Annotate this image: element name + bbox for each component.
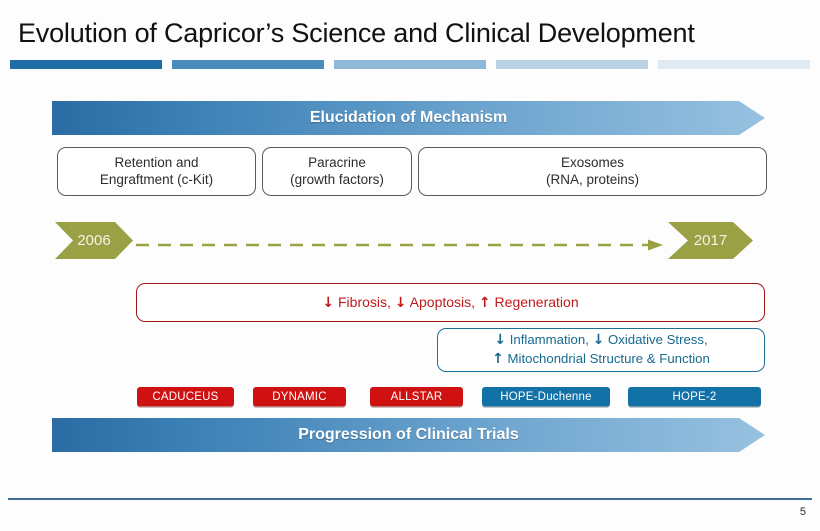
timeline-start-chevron: 2006 [55, 222, 133, 259]
effect-label-regeneration: Regeneration [494, 294, 579, 310]
mechanism-box-paracrine-text: Paracrine (growth factors) [290, 155, 384, 189]
mechanism-box-paracrine-line2: (growth factors) [290, 171, 384, 187]
timeline-start-year: 2006 [77, 232, 111, 249]
mechanism-box-exosomes-line2: (RNA, proteins) [545, 171, 640, 187]
arrow-up-icon-mitochondrial: ↑ [492, 351, 504, 367]
mechanism-box-paracrine: Paracrine (growth factors) [262, 147, 412, 196]
effects-secondary-text: ↓ Inflammation, ↓ Oxidative Stress, ↑ Mi… [492, 331, 710, 369]
arrow-down-icon-fibrosis: ↓ [322, 295, 335, 311]
effects-box-secondary: ↓ Inflammation, ↓ Oxidative Stress, ↑ Mi… [437, 328, 765, 372]
trial-badge-caduceus-label: CADUCEUS [152, 390, 219, 403]
title-rule-5 [658, 60, 810, 69]
trial-badge-hope-2-label: HOPE-2 [672, 390, 717, 403]
title-rule-group [0, 60, 820, 69]
trial-badge-hope-2: HOPE-2 [628, 387, 761, 406]
banner-elucidation-of-mechanism: Elucidation of Mechanism [52, 101, 765, 135]
arrow-down-icon-inflammation: ↓ [494, 332, 507, 349]
trial-badge-dynamic: DYNAMIC [253, 387, 346, 406]
effect-label-apoptosis: Apoptosis, [409, 294, 476, 310]
effect-label-mitochondrial: Mitochondrial Structure & Function [507, 351, 710, 366]
mechanism-box-exosomes-text: Exosomes (RNA, proteins) [546, 155, 639, 189]
title-rule-3 [334, 60, 486, 69]
trial-badge-allstar: ALLSTAR [370, 387, 463, 406]
arrow-up-icon-regeneration: ↑ [478, 295, 491, 311]
banner-mechanism-label: Elucidation of Mechanism [309, 109, 508, 126]
effects-primary-text: ↓ Fibrosis, ↓ Apoptosis, ↑ Regeneration [322, 294, 578, 311]
mechanism-box-exosomes: Exosomes (RNA, proteins) [418, 147, 767, 196]
arrow-down-icon-oxidative-stress: ↓ [592, 332, 605, 349]
trial-badge-hope-duchenne: HOPE-Duchenne [482, 387, 610, 406]
title-rule-4 [496, 60, 648, 69]
trial-badge-hope-duchenne-label: HOPE-Duchenne [500, 390, 592, 403]
timeline-end-year: 2017 [693, 232, 728, 249]
timeline-end-chevron: 2017 [668, 222, 753, 259]
title-rule-1 [10, 60, 162, 69]
page-title: Evolution of Capricor’s Science and Clin… [18, 18, 695, 48]
effect-label-inflammation: Inflammation, [509, 332, 589, 348]
arrow-down-icon-apoptosis: ↓ [394, 295, 407, 311]
effect-label-fibrosis: Fibrosis, [338, 294, 391, 310]
banner-progression-of-clinical-trials: Progression of Clinical Trials [52, 418, 765, 452]
timeline-dashed-arrow [136, 239, 671, 251]
banner-clinical-label: Progression of Clinical Trials [298, 426, 519, 443]
effect-label-oxidative-stress: Oxidative Stress, [607, 332, 708, 348]
trial-badge-allstar-label: ALLSTAR [390, 390, 443, 403]
mechanism-box-exosomes-line1: Exosomes [560, 154, 625, 170]
mechanism-box-retention-line1: Retention and [114, 154, 199, 170]
page-number: 5 [799, 506, 806, 518]
title-rule-2 [172, 60, 324, 69]
footer-divider [8, 498, 812, 500]
trial-badge-dynamic-label: DYNAMIC [272, 390, 327, 403]
effects-box-primary: ↓ Fibrosis, ↓ Apoptosis, ↑ Regeneration [136, 283, 765, 322]
trial-badge-caduceus: CADUCEUS [137, 387, 234, 406]
mechanism-box-paracrine-line1: Paracrine [308, 154, 366, 170]
mechanism-box-retention: Retention and Engraftment (c-Kit) [57, 147, 256, 196]
mechanism-box-retention-text: Retention and Engraftment (c-Kit) [100, 155, 213, 189]
mechanism-box-retention-line2: Engraftment (c-Kit) [99, 171, 214, 187]
